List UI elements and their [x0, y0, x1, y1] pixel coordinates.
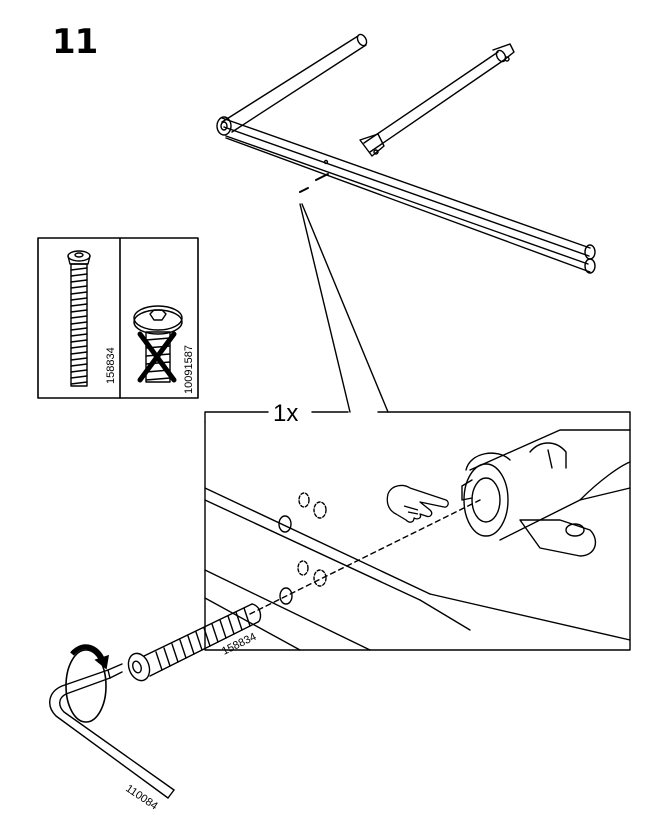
- cross-out-icon: [137, 331, 177, 383]
- screw-comparison-box: [37, 237, 199, 399]
- callout-quantity: 1x: [273, 400, 298, 427]
- allen-key: [49, 663, 175, 799]
- wrong-screw-code: 10091587: [183, 345, 195, 394]
- frame-overview: [216, 33, 596, 274]
- callout-screw-code: 158834: [220, 631, 258, 658]
- detail-callout-box: [204, 411, 631, 651]
- callout-line-right: [301, 203, 389, 413]
- callout-line-left: [299, 203, 351, 413]
- step-number: 11: [52, 22, 98, 62]
- clamp-fitting: [461, 429, 631, 557]
- clockwise-arrow-icon: [65, 644, 110, 723]
- correct-screw-code: 158834: [105, 347, 117, 384]
- long-screw: [127, 603, 262, 682]
- correct-screw: [67, 250, 91, 387]
- wrong-screw: [133, 305, 183, 383]
- pointing-hand-icon: [386, 484, 449, 523]
- allen-key-code: 110084: [123, 783, 159, 813]
